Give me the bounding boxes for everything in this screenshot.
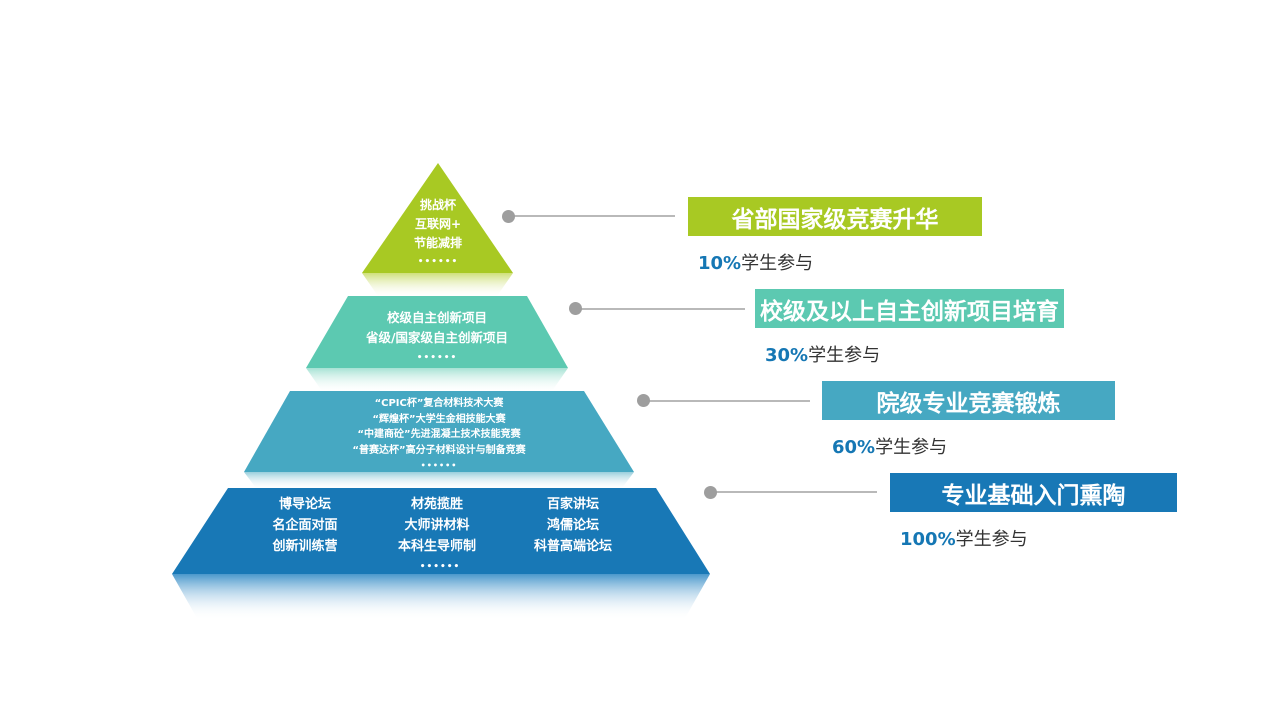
tier-1-ellipsis: •••••• [417, 257, 459, 267]
tier-3-shape [244, 391, 634, 472]
tier-1-reflection [362, 273, 513, 296]
tier-4-item: 材苑揽胜 [410, 497, 463, 512]
tier-3-text: “CPIC杯”复合材料技术大赛 “辉煌杯”大学生金相技能大赛 “中建商砼”先进混… [314, 396, 564, 474]
level-label-4: 专业基础入门熏陶 [890, 473, 1177, 512]
level-label-2: 校级及以上自主创新项目培育 [755, 289, 1064, 328]
connector-dot-1 [502, 210, 515, 223]
tier-1-line: 互联网+ [414, 217, 462, 231]
participation-percent: 60% [832, 437, 876, 458]
tier-4-item: 名企面对面 [272, 518, 338, 533]
tier-3-line: “辉煌杯”大学生金相技能大赛 [372, 413, 506, 425]
tier-4-item: 创新训练营 [272, 539, 338, 554]
tier-4-column-1: 博导论坛 名企面对面 创新训练营 [245, 494, 365, 557]
tier-1-line: 节能减排 [413, 236, 462, 250]
tier-4-ellipsis: •••••• [419, 562, 461, 572]
participation-text: 学生参与 [808, 345, 881, 366]
tier-4-item: 本科生导师制 [397, 539, 476, 554]
tier-1-line: 挑战杯 [419, 198, 456, 212]
tier-3-line: “CPIC杯”复合材料技术大赛 [374, 398, 504, 409]
connector-line-3 [643, 400, 810, 402]
tier-2-line: 省级/国家级自主创新项目 [365, 330, 509, 345]
tier-1-shape [362, 163, 513, 273]
participation-text: 学生参与 [741, 253, 814, 274]
participation-3: 60%学生参与 [832, 433, 947, 459]
tier-4-item: 鸿儒论坛 [546, 518, 599, 533]
tier-3-ellipsis: •••••• [420, 461, 458, 470]
tier-2-shape [306, 296, 568, 368]
level-label-1: 省部国家级竞赛升华 [688, 197, 982, 236]
connector-line-2 [575, 308, 745, 310]
tier-4-item: 百家讲坛 [546, 497, 599, 512]
participation-percent: 30% [765, 345, 809, 366]
connector-line-1 [508, 215, 675, 217]
tier-4-item: 科普高端论坛 [533, 539, 612, 554]
tier-2-ellipsis: •••••• [416, 353, 458, 363]
tier-2-line: 校级自主创新项目 [386, 310, 487, 325]
participation-4: 100%学生参与 [900, 525, 1028, 551]
tier-4-item: 博导论坛 [278, 497, 331, 512]
participation-text: 学生参与 [875, 437, 948, 458]
tier-2-text: 校级自主创新项目 省级/国家级自主创新项目 •••••• [337, 308, 537, 368]
tier-4-column-3: 百家讲坛 鸿儒论坛 科普高端论坛 [513, 494, 633, 557]
tier-4-column-2: 材苑揽胜 大师讲材料 本科生导师制 [377, 494, 497, 557]
participation-1: 10%学生参与 [698, 249, 813, 275]
tier-1-text: 挑战杯 互联网+ 节能减排 •••••• [388, 196, 488, 272]
tier-4-shape [172, 488, 710, 574]
connector-dot-4 [704, 486, 717, 499]
tier-3-line: “普赛达杯”高分子材料设计与制备竞赛 [352, 444, 526, 456]
tier-4-item: 大师讲材料 [404, 518, 470, 533]
tier-2-reflection [306, 368, 568, 391]
connector-dot-3 [637, 394, 650, 407]
tier-3-line: “中建商砼”先进混凝土技术技能竞赛 [357, 429, 521, 440]
level-label-3: 院级专业竞赛锻炼 [822, 381, 1115, 420]
participation-percent: 100% [900, 529, 956, 550]
connector-line-4 [710, 491, 877, 493]
participation-2: 30%学生参与 [765, 341, 880, 367]
tier-4-reflection [172, 574, 710, 620]
connector-dot-2 [569, 302, 582, 315]
participation-percent: 10% [698, 253, 742, 274]
participation-text: 学生参与 [955, 529, 1028, 550]
tier-3-reflection [244, 472, 634, 488]
